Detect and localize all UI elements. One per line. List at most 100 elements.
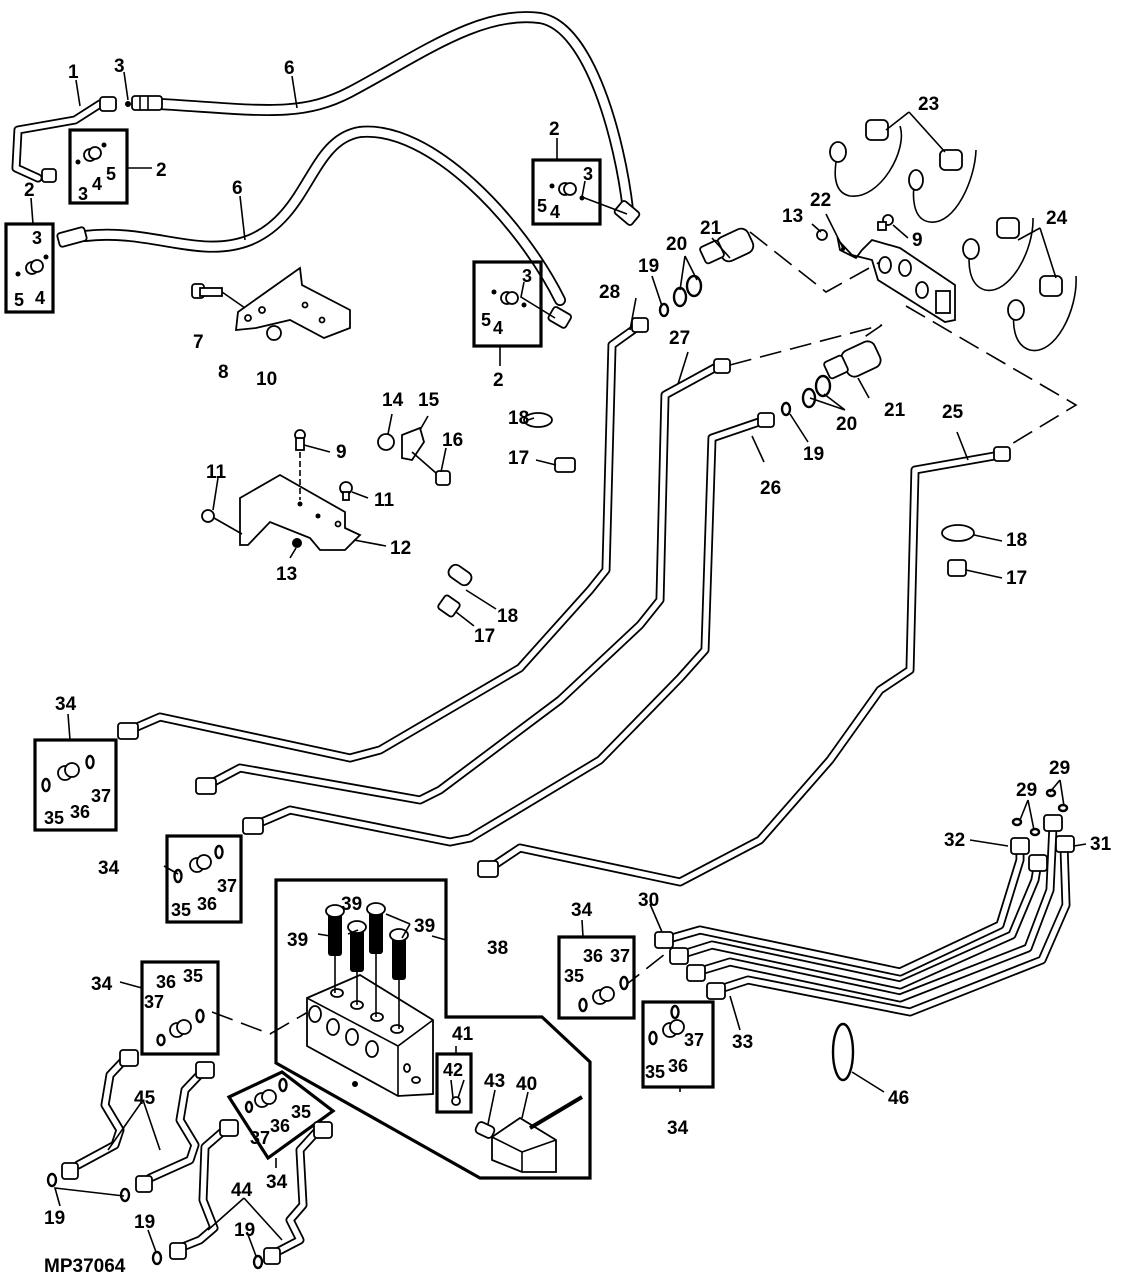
callout: 37	[144, 992, 164, 1012]
callout: 21	[884, 400, 906, 421]
callout: 35	[44, 808, 64, 828]
callout: 34	[55, 694, 77, 715]
callout: 36	[197, 894, 217, 914]
hose-fitting	[56, 95, 641, 329]
valve-assembly-box-38	[274, 878, 592, 1180]
callout: 4	[92, 174, 102, 194]
tube-bundle-30-33[interactable]	[654, 814, 1075, 1017]
tube-25[interactable]	[485, 446, 1011, 887]
callout: 36	[583, 946, 603, 966]
callout: 3	[78, 184, 88, 204]
callout: 9	[912, 230, 923, 251]
bolt-11	[201, 481, 353, 535]
o-ring-42	[451, 1096, 461, 1106]
bracket-12[interactable]	[239, 473, 362, 551]
kit-box-34	[557, 935, 636, 1020]
callout: 36	[270, 1116, 290, 1136]
callout: 32	[944, 830, 965, 851]
callout: 23	[918, 94, 939, 115]
callout: 20	[666, 234, 687, 255]
o-ring-19	[780, 401, 792, 417]
callout: 5	[14, 290, 24, 310]
callout: 31	[1090, 834, 1112, 855]
kit-box-2	[4, 222, 55, 314]
callout: 37	[684, 1030, 704, 1050]
callout: 2	[24, 180, 35, 201]
callout: 18	[497, 606, 518, 627]
callout: 13	[276, 564, 297, 585]
callout: 2	[156, 160, 167, 181]
callout: 3	[583, 164, 593, 184]
hose-lower[interactable]	[79, 125, 566, 306]
assembly-line	[211, 231, 1078, 1035]
o-rings-20	[672, 274, 832, 409]
callout: 34	[98, 858, 120, 879]
callout: 18	[1006, 530, 1027, 551]
callout: 4	[493, 318, 503, 338]
clamp-18[interactable]	[446, 412, 975, 588]
cartridge-39[interactable]	[325, 902, 409, 1029]
tube-44[interactable]	[175, 1122, 325, 1258]
callout: 6	[232, 178, 243, 199]
callout: 41	[452, 1024, 474, 1045]
tube-26[interactable]	[250, 412, 775, 847]
bracket-8[interactable]	[234, 266, 351, 339]
callout: 5	[481, 310, 491, 330]
nut-13	[292, 538, 302, 548]
callout: 17	[474, 626, 495, 647]
hose-upper[interactable]	[154, 11, 634, 216]
kit-box-34	[165, 834, 243, 924]
callout: 11	[374, 490, 395, 511]
tube-45[interactable]	[73, 1051, 209, 1183]
clamp-46[interactable]	[831, 1022, 855, 1082]
callout: 25	[942, 402, 964, 423]
adapter-fitting-36	[57, 762, 685, 1108]
callout: 38	[487, 938, 508, 959]
callout: 24	[1046, 208, 1068, 229]
callout: 35	[645, 1062, 665, 1082]
callout: 30	[638, 890, 659, 911]
dust-cap-23[interactable]	[829, 119, 977, 223]
callout: 4	[550, 202, 560, 222]
callout: 17	[508, 448, 529, 469]
callout: 39	[287, 930, 308, 951]
tube-1[interactable]	[11, 96, 117, 183]
callout: 15	[418, 390, 440, 411]
tube-27[interactable]	[203, 358, 731, 805]
callout: 33	[732, 1032, 753, 1053]
kit-box-34	[140, 960, 220, 1056]
solenoid-coil-40[interactable]	[474, 1095, 584, 1173]
callout: 19	[234, 1220, 255, 1241]
valve-block-40[interactable]	[306, 973, 434, 1097]
o-ring-small	[15, 142, 585, 308]
callout: 2	[549, 119, 560, 140]
clip-17[interactable]	[437, 457, 967, 618]
kit-box-2	[68, 128, 129, 205]
leader-lines	[30, 71, 1087, 1257]
callout: 46	[888, 1088, 909, 1109]
figure-id: MP37064	[44, 1256, 126, 1277]
callout: 37	[610, 946, 630, 966]
o-ring-3	[125, 101, 131, 107]
tube-28[interactable]	[125, 317, 649, 763]
callout: 13	[782, 206, 803, 227]
callout: 45	[134, 1088, 156, 1109]
callout: 36	[156, 972, 176, 992]
callout: 34	[571, 900, 593, 921]
quick-coupler-21[interactable]	[699, 226, 883, 380]
callout: 39	[341, 894, 362, 915]
adapter-fitting-4	[25, 146, 577, 305]
callout: 39	[414, 916, 435, 937]
coupler-bracket-22[interactable]	[836, 237, 956, 323]
o-ring-19	[46, 1172, 264, 1270]
dust-cap-24[interactable]	[962, 217, 1077, 352]
clip-14-15-16[interactable]	[377, 426, 451, 486]
callout: 5	[537, 196, 547, 216]
kit-box-41	[435, 1052, 473, 1114]
callout: 19	[638, 256, 659, 277]
callout: 4	[35, 288, 45, 308]
callout: 26	[760, 478, 781, 499]
callout: 35	[183, 966, 203, 986]
callout: 5	[106, 164, 116, 184]
